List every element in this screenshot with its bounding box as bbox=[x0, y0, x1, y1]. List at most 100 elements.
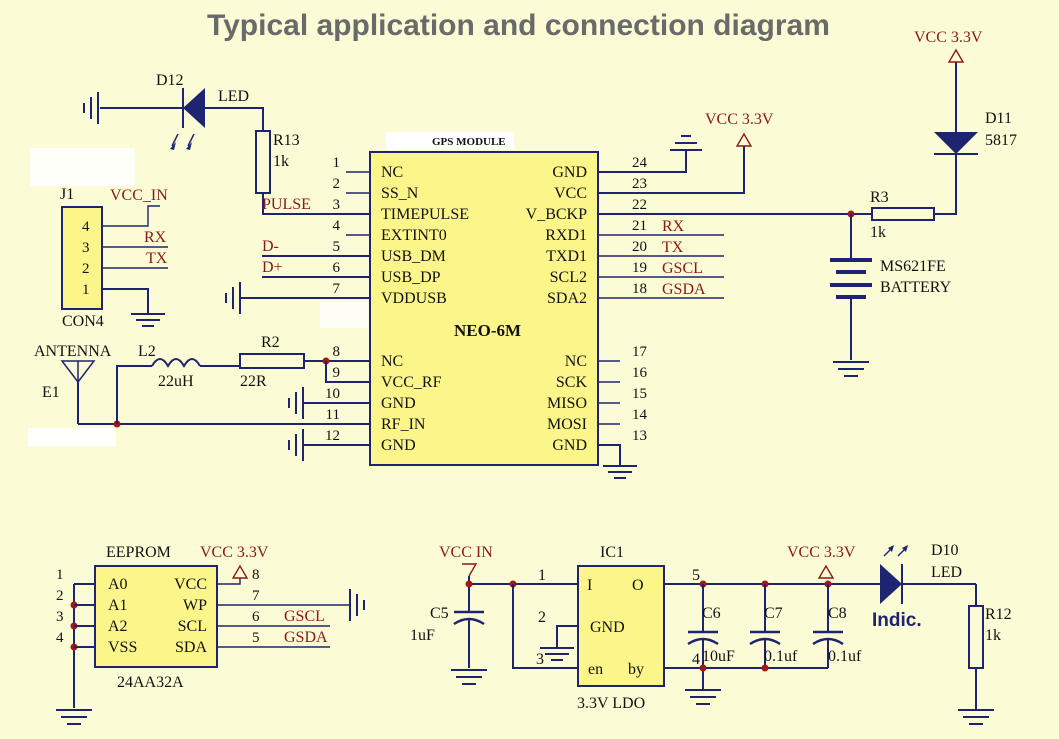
gps-pin-name: TIMEPULSE bbox=[381, 206, 469, 223]
diagram-title: Typical application and connection diagr… bbox=[207, 9, 830, 42]
net-tx: TX bbox=[662, 239, 684, 256]
ldo-body bbox=[577, 565, 665, 687]
gps-pin-number: 19 bbox=[632, 260, 647, 276]
gps-header-bg bbox=[386, 132, 514, 150]
cap-c8 bbox=[812, 630, 844, 646]
c7-ref: C7 bbox=[764, 605, 783, 622]
faded-artifact bbox=[28, 428, 116, 446]
ground-symbol bbox=[349, 589, 365, 621]
j1-ref: J1 bbox=[60, 186, 74, 203]
gps-pin-number: 2 bbox=[333, 176, 341, 192]
gps-pin-number: 17 bbox=[632, 344, 648, 360]
r12-ref: R12 bbox=[985, 606, 1012, 623]
gps-pin-name: V_BCKP bbox=[526, 206, 587, 223]
r2-ref: R2 bbox=[261, 334, 280, 351]
ldo-pin-gnd: GND bbox=[590, 619, 625, 636]
ldo-pinnum: 4 bbox=[692, 651, 700, 668]
eeprom-pin-number: 3 bbox=[56, 609, 64, 625]
cap-c6 bbox=[687, 630, 719, 646]
gps-left-pins: 1NC2SS_N3TIMEPULSE4EXTINT05USB_DM6USB_DP… bbox=[325, 155, 469, 454]
j1-pin: 3 bbox=[82, 240, 90, 256]
j1-tx: TX bbox=[146, 250, 168, 267]
ground-symbol bbox=[288, 387, 304, 419]
eeprom-vcc: VCC 3.3V bbox=[200, 544, 269, 561]
resistor-r3 bbox=[871, 207, 935, 221]
eeprom-pin-number: 8 bbox=[252, 567, 260, 583]
eeprom-pin-name: A0 bbox=[108, 576, 128, 593]
eeprom-title: EEPROM bbox=[106, 544, 171, 561]
eeprom-pin-name: A1 bbox=[108, 597, 128, 614]
gps-pin-name: GND bbox=[381, 437, 416, 454]
gps-pin-name: VCC_RF bbox=[381, 374, 442, 391]
gps-pin-name: GND bbox=[552, 437, 587, 454]
eeprom-pin-name: VSS bbox=[108, 639, 137, 656]
r2-val: 22R bbox=[240, 373, 267, 390]
ground-symbol bbox=[56, 709, 92, 725]
gps-pin-name: USB_DP bbox=[381, 269, 441, 286]
ground-symbol bbox=[958, 709, 994, 725]
eeprom-pin-name: VCC bbox=[174, 576, 207, 593]
j1-vcc: VCC_IN bbox=[110, 187, 168, 204]
net-dminus: D- bbox=[262, 238, 279, 255]
ground-symbol bbox=[225, 282, 241, 314]
net-rx: RX bbox=[662, 218, 685, 235]
antenna-label: ANTENNA bbox=[34, 343, 112, 360]
j1-name: CON4 bbox=[62, 313, 104, 330]
ldo-pinnum: 2 bbox=[538, 609, 546, 626]
eeprom-pin-number: 6 bbox=[252, 609, 260, 625]
ldo-pinnum: 5 bbox=[692, 567, 700, 584]
ldo-pinnum: 3 bbox=[536, 651, 544, 668]
ldo-desc: 3.3V LDO bbox=[577, 695, 645, 712]
gps-pin-number: 22 bbox=[632, 197, 647, 213]
eeprom-pin-number: 7 bbox=[252, 588, 260, 604]
faded-artifact bbox=[30, 148, 135, 186]
eeprom-pin-number: 1 bbox=[56, 567, 64, 583]
eeprom-pin-number: 2 bbox=[56, 588, 64, 604]
eeprom-pin-name: SCL bbox=[178, 618, 207, 635]
gps-pin-name: SCK bbox=[556, 374, 588, 391]
eeprom-pin-name: WP bbox=[183, 597, 207, 614]
c8-ref: C8 bbox=[828, 605, 847, 622]
gps-module: GPS MODULE NEO-6M 1NC2SS_N3TIMEPULSE4EXT… bbox=[325, 136, 648, 466]
gps-pin-number: 1 bbox=[333, 155, 341, 171]
battery-label: BATTERY bbox=[880, 279, 952, 296]
vcc-top-label: VCC 3.3V bbox=[914, 29, 983, 46]
gps-module-header: GPS MODULE bbox=[432, 136, 506, 148]
eeprom-pin-name: SDA bbox=[175, 639, 207, 656]
gps-pin-name: TXD1 bbox=[546, 248, 587, 265]
battery-name: MS621FE bbox=[880, 258, 946, 275]
gps-pin-number: 7 bbox=[333, 281, 341, 297]
gps-pin-number: 5 bbox=[333, 239, 341, 255]
gps-pin-number: 20 bbox=[632, 239, 647, 255]
faded-artifact bbox=[320, 302, 368, 328]
gps-pin-number: 21 bbox=[632, 218, 647, 234]
d10-label: LED bbox=[931, 564, 962, 581]
gps-pin-number: 8 bbox=[333, 344, 341, 360]
ground-symbol bbox=[685, 689, 721, 705]
ldo-ref: IC1 bbox=[600, 544, 624, 561]
ldo-regulator: IC1 I O GND en by 3.3V LDO bbox=[577, 544, 665, 712]
j1-pin: 1 bbox=[82, 282, 90, 298]
r13-val: 1k bbox=[273, 153, 289, 170]
vcc-3v3-label: VCC 3.3V bbox=[705, 111, 774, 128]
resistor-r13 bbox=[255, 130, 271, 194]
vcc-arrow-icon bbox=[817, 564, 835, 579]
r12-val: 1k bbox=[985, 627, 1001, 644]
net-gsda: GSDA bbox=[662, 281, 706, 298]
gps-pin-name: NC bbox=[381, 164, 403, 181]
gps-pin-number: 11 bbox=[326, 407, 340, 423]
ldo-pin-en: en bbox=[588, 661, 603, 678]
l2-val: 22uH bbox=[158, 373, 194, 390]
gps-pin-name: VCC bbox=[554, 185, 587, 202]
d11-ref: D11 bbox=[985, 110, 1012, 127]
j1-rx: RX bbox=[144, 229, 167, 246]
c5-ref: C5 bbox=[430, 605, 449, 622]
j1-pin: 4 bbox=[82, 219, 90, 235]
gps-pin-name: SDA2 bbox=[547, 290, 587, 307]
led-light-arrows-icon bbox=[170, 133, 195, 150]
gps-pin-number: 16 bbox=[632, 365, 648, 381]
gps-pin-name: EXTINT0 bbox=[381, 227, 447, 244]
gps-pin-number: 12 bbox=[325, 428, 340, 444]
